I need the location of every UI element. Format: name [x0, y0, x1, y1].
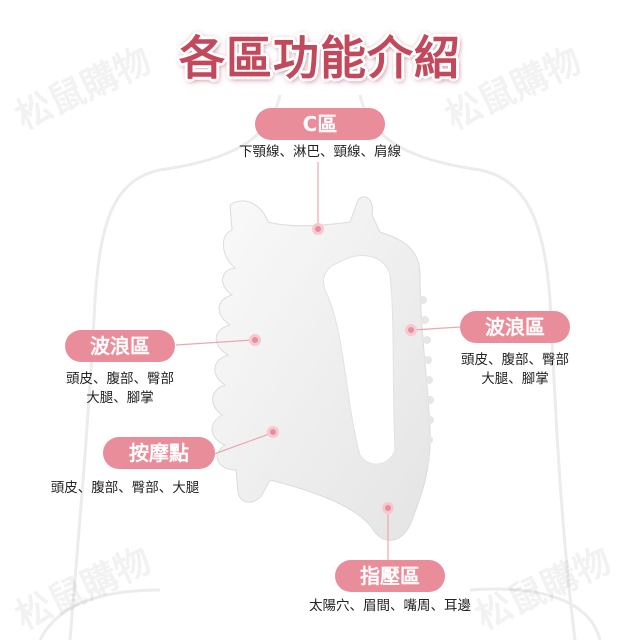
wave-zone-right-marker	[405, 324, 417, 336]
wave-zone-left-desc-line2: 大腿、腳掌	[86, 390, 154, 406]
acupressure-zone-label: 指壓區	[335, 560, 445, 592]
wave-zone-right-desc-line2: 大腿、腳掌	[481, 371, 549, 387]
c-zone-label: C區	[255, 108, 385, 140]
wave-zone-left-marker	[249, 334, 261, 346]
c-zone-desc: 下顎線、淋巴、頸線、肩線	[239, 144, 401, 160]
c-zone-marker	[312, 223, 324, 235]
page-title: 各區功能介紹	[179, 31, 461, 85]
massage-point-label: 按摩點	[103, 437, 215, 469]
wave-zone-left-desc-line1: 頭皮、腹部、臀部	[66, 371, 174, 387]
wave-zone-left-label: 波浪區	[65, 330, 175, 362]
massage-point-desc: 頭皮、腹部、臀部、大腿	[50, 480, 200, 496]
wave-zone-right-label: 波浪區	[460, 311, 570, 343]
acupressure-zone-desc: 太陽穴、眉間、嘴周、耳邊	[309, 598, 471, 614]
massage-point-marker	[267, 426, 279, 438]
acupressure-zone-marker	[382, 502, 394, 514]
wave-zone-right-desc-line1: 頭皮、腹部、臀部	[461, 352, 569, 368]
